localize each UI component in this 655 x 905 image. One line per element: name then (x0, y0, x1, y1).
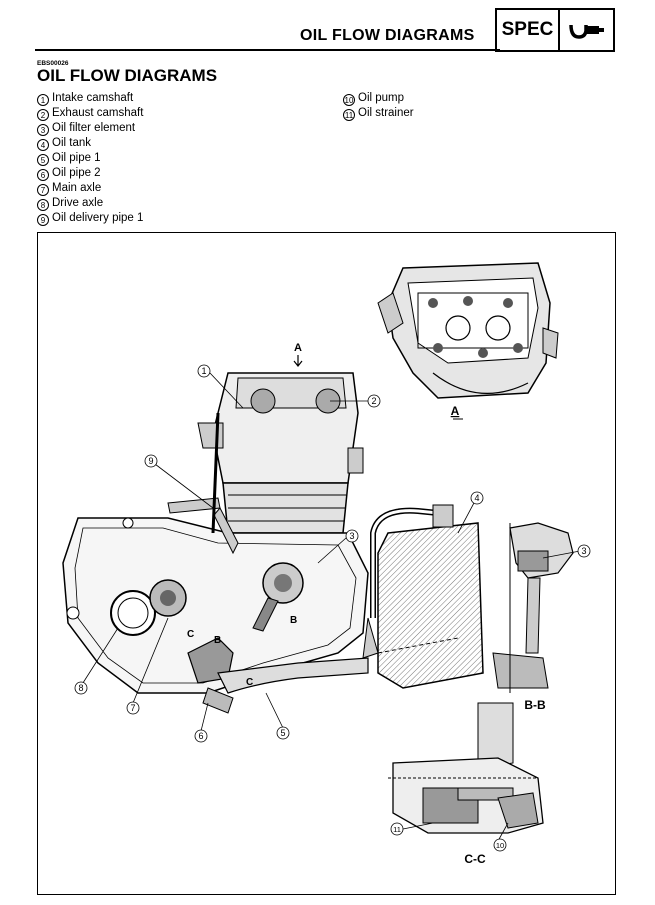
callout-5: 5 (280, 728, 285, 738)
callout-8: 8 (78, 683, 83, 693)
callout-10: 10 (496, 841, 504, 850)
view-a-cylinder-head (377, 262, 559, 399)
callout-9: 9 (148, 456, 153, 466)
callout-4: 4 (474, 493, 479, 503)
spec-badge: SPEC (495, 8, 615, 52)
view-cc-section (388, 702, 544, 834)
callout-7: 7 (130, 703, 135, 713)
marker-b-left: B (214, 635, 221, 646)
header-rule (35, 49, 500, 51)
callout-numbers: 1 2 3 4 5 6 7 8 9 10 11 3 (74, 364, 591, 852)
arrow-down-icon (293, 355, 303, 367)
arrow-a-label: A (294, 342, 302, 354)
marker-c-top: C (187, 629, 194, 640)
marker-b-right: B (290, 615, 297, 626)
callout-3: 3 (349, 531, 354, 541)
header-title: OIL FLOW DIAGRAMS (300, 27, 475, 44)
view-a-label: A (451, 404, 460, 418)
callout-11: 11 (393, 825, 401, 834)
engine-block (197, 372, 364, 534)
marker-c-bottom: C (246, 677, 253, 688)
callout-3-bb: 3 (581, 546, 586, 556)
page-header: OIL FLOW DIAGRAMS SPEC (35, 8, 620, 53)
spec-label: SPEC (497, 10, 560, 50)
oil-pump-assembly (167, 412, 369, 714)
callout-1: 1 (201, 366, 206, 376)
view-cc-label: C-C (464, 852, 486, 866)
page-title: OIL FLOW DIAGRAMS (37, 66, 218, 85)
oil-tank (362, 504, 484, 689)
view-labels: A A B-B C-C C B B C (187, 342, 546, 866)
callout-leaders (80, 372, 581, 842)
oil-flow-diagram: 1 2 3 4 5 6 7 8 9 10 11 3 A (37, 232, 616, 895)
view-bb-label: B-B (524, 698, 546, 712)
section-code: EBS00026 (37, 60, 69, 67)
callout-2: 2 (371, 396, 376, 406)
oil-can-icon (560, 10, 613, 50)
view-bb-section (492, 522, 574, 693)
callout-6: 6 (198, 731, 203, 741)
engine-illustration: 1 2 3 4 5 6 7 8 9 10 11 3 A (62, 262, 591, 866)
